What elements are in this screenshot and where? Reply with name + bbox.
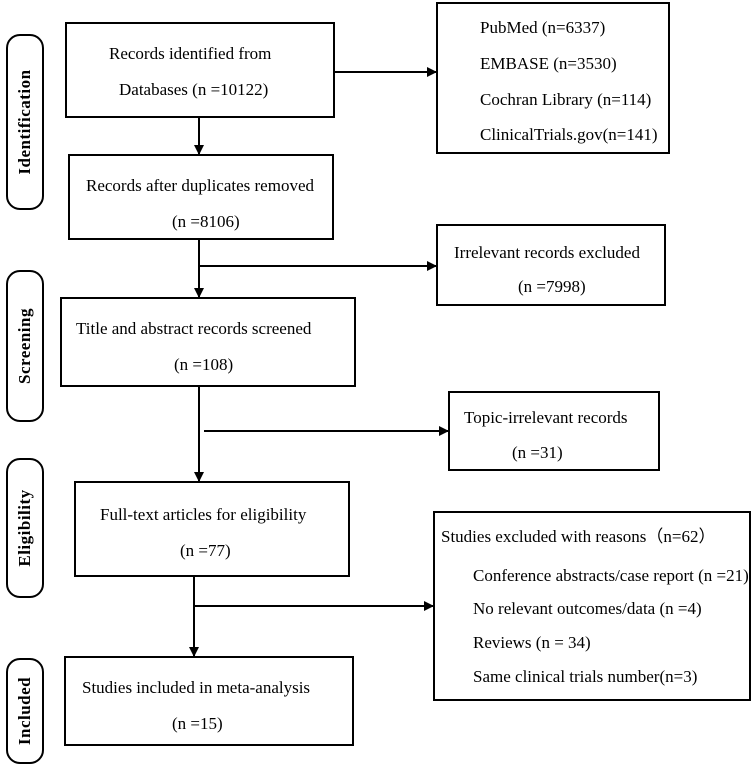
records-identified-line2: Databases (n =10122)	[119, 80, 269, 99]
stage-identification: Identification	[6, 34, 44, 210]
topic-irrelevant-line1: Topic-irrelevant records	[464, 408, 628, 427]
source-cochrane: Cochran Library (n=114)	[480, 90, 652, 109]
irrelevant-excluded-line2: (n =7998)	[518, 277, 586, 296]
full-text-line2: (n =77)	[180, 541, 231, 560]
excluded-reasons-box: Studies excluded with reasons（n=62） Conf…	[433, 511, 751, 701]
topic-irrelevant-box: Topic-irrelevant records (n =31)	[448, 391, 660, 471]
stage-eligibility: Eligibility	[6, 458, 44, 598]
after-duplicates-line2: (n =8106)	[172, 212, 240, 231]
full-text-box: Full-text articles for eligibility (n =7…	[74, 481, 350, 577]
irrelevant-excluded-box: Irrelevant records excluded (n =7998)	[436, 224, 666, 306]
source-embase: EMBASE (n=3530)	[480, 54, 617, 73]
title-abstract-box: Title and abstract records screened (n =…	[60, 297, 356, 387]
excluded-reason-reviews: Reviews (n = 34)	[473, 633, 591, 652]
after-duplicates-line1: Records after duplicates removed	[86, 176, 314, 195]
included-meta-line2: (n =15)	[172, 714, 223, 733]
excluded-reason-no-outcomes: No relevant outcomes/data (n =4)	[473, 599, 702, 618]
title-abstract-line2: (n =108)	[174, 355, 234, 374]
records-identified-box: Records identified from Databases (n =10…	[65, 22, 335, 118]
source-pubmed: PubMed (n=6337)	[480, 18, 606, 37]
excluded-reason-conference: Conference abstracts/case report (n =21)	[473, 566, 749, 585]
topic-irrelevant-line2: (n =31)	[512, 443, 563, 462]
excluded-reasons-title: Studies excluded with reasons（n=62）	[441, 527, 716, 546]
included-meta-box: Studies included in meta-analysis (n =15…	[64, 656, 354, 746]
irrelevant-excluded-line1: Irrelevant records excluded	[454, 243, 640, 262]
source-clinicaltrials: ClinicalTrials.gov(n=141)	[480, 125, 658, 144]
stage-screening: Screening	[6, 270, 44, 422]
full-text-line1: Full-text articles for eligibility	[100, 505, 307, 524]
title-abstract-line1: Title and abstract records screened	[76, 319, 312, 338]
stage-included: Included	[6, 658, 44, 764]
excluded-reason-same-trial: Same clinical trials number(n=3)	[473, 667, 698, 686]
database-sources-box: PubMed (n=6337) EMBASE (n=3530) Cochran …	[436, 2, 670, 154]
after-duplicates-box: Records after duplicates removed (n =810…	[68, 154, 334, 240]
included-meta-line1: Studies included in meta-analysis	[82, 678, 311, 697]
records-identified-line1: Records identified from	[109, 44, 272, 63]
